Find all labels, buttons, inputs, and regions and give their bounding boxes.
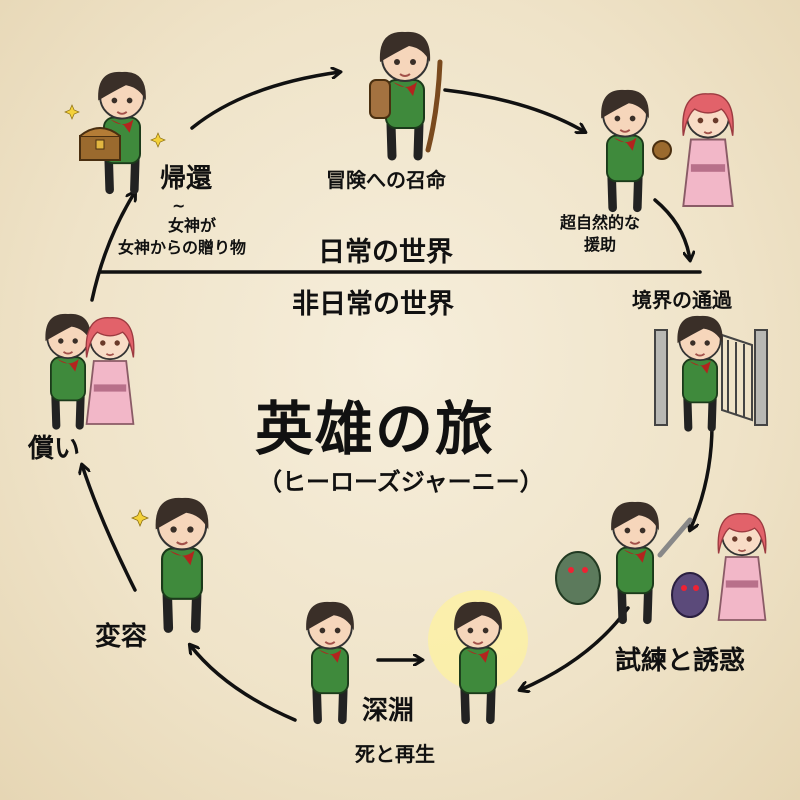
diagram-title: 英雄の旅 xyxy=(255,395,496,463)
goddess-atonement-figure xyxy=(85,316,135,425)
world-label-ordinary: 日常の世界 xyxy=(318,237,453,268)
sparkle-icon xyxy=(131,509,149,527)
gate-icon xyxy=(654,329,768,426)
monster-icon xyxy=(555,551,601,605)
arrow-return-to-call xyxy=(190,72,340,130)
stage-label-aid: 超自然的な 援助 xyxy=(560,213,641,254)
sword-icon xyxy=(657,517,693,558)
arrow-threshold-to-trials xyxy=(690,423,714,530)
stage-label-atonement: 償い xyxy=(28,434,81,464)
sparkle-icon xyxy=(64,104,80,120)
hero-aid-figure xyxy=(601,90,649,208)
hero-transformation-figure xyxy=(156,498,209,628)
hero-threshold-figure xyxy=(677,316,722,428)
gift-tilde: ~ xyxy=(172,196,186,215)
stage-label-rebirth: 死と再生 xyxy=(355,742,435,766)
stage-label-return: 帰還 xyxy=(160,164,213,194)
stage-label-threshold: 境界の通過 xyxy=(632,288,732,312)
gift-pouch-icon xyxy=(652,140,672,160)
staff-icon xyxy=(425,59,443,153)
diagram-subtitle: （ヒーローズジャーニー） xyxy=(258,468,544,496)
stage-label-gift-line2: 女神からの贈り物 xyxy=(118,238,247,257)
sparkle-icon xyxy=(150,132,166,148)
stage-label-transformation: 変容 xyxy=(95,622,148,652)
hero-rebirth-figure xyxy=(454,602,502,720)
hero-abyss-figure xyxy=(306,602,354,720)
goddess-aid-figure xyxy=(681,92,735,207)
arrow-transformation-to-atonement xyxy=(82,465,137,592)
stage-label-gift-line1: 女神が xyxy=(168,216,217,235)
arrow-atonement-to-return xyxy=(90,192,135,302)
stage-label-call: 冒険への召命 xyxy=(326,168,446,192)
hero-trials-figure xyxy=(611,502,659,620)
monster-icon xyxy=(671,572,709,618)
world-label-special: 非日常の世界 xyxy=(292,289,454,320)
arrow-aid-to-threshold xyxy=(653,198,690,260)
goddess-trials-figure xyxy=(717,512,767,621)
stage-label-trials: 試練と誘惑 xyxy=(615,646,746,676)
arrow-call-to-aid xyxy=(443,88,585,132)
arrow-abyss-to-transformation xyxy=(190,645,297,722)
hero-atonement-figure xyxy=(45,314,90,426)
backpack-icon xyxy=(369,79,391,119)
stage-label-abyss: 深淵 xyxy=(362,696,415,726)
treasure-chest-icon xyxy=(79,127,121,161)
